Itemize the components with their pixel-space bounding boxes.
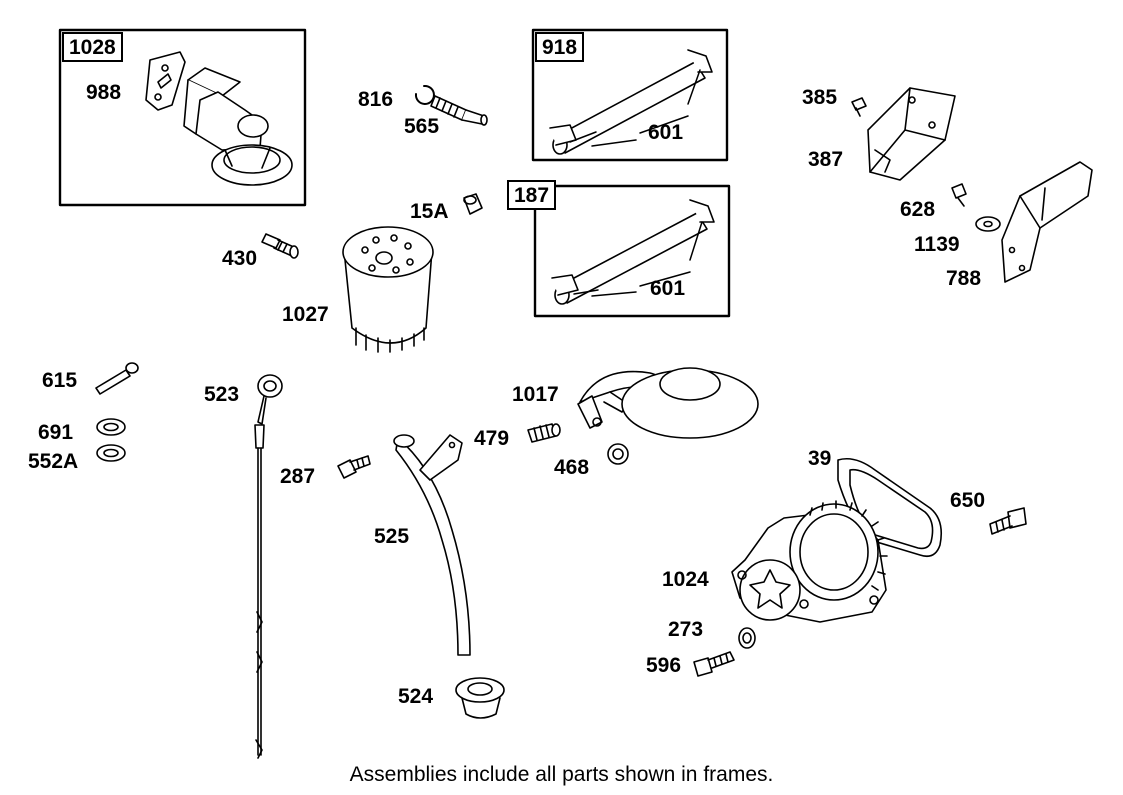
frame-label-1028: 1028 — [62, 32, 123, 62]
callout-468: 468 — [554, 456, 590, 479]
callout-273: 273 — [668, 618, 704, 641]
callout-525: 525 — [374, 525, 410, 548]
hose-601-bottom-shape — [551, 199, 715, 305]
callout-565: 565 — [404, 115, 440, 138]
callout-523: 523 — [204, 383, 240, 406]
bolt-430-shape — [261, 233, 299, 259]
screw-385-shape — [851, 97, 867, 117]
retaining-ring-816-shape — [414, 84, 435, 105]
frame-1028-border — [58, 28, 307, 207]
callout-430: 430 — [222, 247, 258, 270]
fitting-565-shape — [430, 95, 488, 126]
callout-1027: 1027 — [282, 303, 329, 326]
fitting-479-shape — [527, 423, 561, 443]
frame-918-border — [531, 28, 729, 162]
oring-273-shape — [738, 627, 756, 649]
washer-1139-shape — [975, 216, 1001, 232]
gasket-988-shape — [145, 51, 186, 111]
callout-287: 287 — [280, 465, 316, 488]
bolt-596-shape — [693, 651, 735, 677]
leader-lines — [569, 69, 703, 297]
hose-601-top-shape — [549, 49, 713, 155]
screw-628-shape — [951, 183, 967, 207]
callout-988: 988 — [86, 81, 122, 104]
callout-1139: 1139 — [914, 233, 960, 256]
dipstick-523-shape — [254, 374, 283, 759]
seal-552a-shape — [96, 444, 126, 462]
callout-15a: 15A — [410, 200, 449, 223]
seal-691-shape — [96, 418, 126, 436]
oring-468-shape — [607, 443, 629, 465]
oil-pickup-1017-shape — [577, 367, 759, 439]
plug-15a-shape — [463, 193, 483, 215]
bolt-650-shape — [989, 507, 1027, 535]
assembly-footnote: Assemblies include all parts shown in fr… — [349, 763, 774, 786]
callout-387: 387 — [808, 148, 844, 171]
callout-596: 596 — [646, 654, 682, 677]
callout-816: 816 — [358, 88, 394, 111]
callout-1024: 1024 — [662, 568, 709, 591]
plug-524-shape — [455, 677, 505, 719]
frame-label-918: 918 — [535, 32, 585, 62]
callout-650: 650 — [950, 489, 986, 512]
frame-187-border — [533, 184, 731, 318]
filter-adapter-1028-shape — [183, 67, 293, 186]
callout-479: 479 — [474, 427, 510, 450]
callout-628: 628 — [900, 198, 936, 221]
callout-601-bottom: 601 — [650, 277, 686, 300]
bolt-287-shape — [337, 455, 371, 479]
callout-385: 385 — [802, 86, 838, 109]
callout-691: 691 — [38, 421, 74, 444]
callout-524: 524 — [398, 685, 434, 708]
callout-1017: 1017 — [512, 383, 559, 406]
callout-601-top: 601 — [648, 121, 684, 144]
oil-pump-1024-shape — [731, 500, 888, 623]
callout-552a: 552A — [28, 450, 79, 473]
dipstick-tube-525-shape — [393, 434, 471, 656]
callout-39: 39 — [808, 447, 832, 470]
frame-label-187: 187 — [507, 180, 557, 210]
callout-788: 788 — [946, 267, 982, 290]
fuel-pump-387-shape — [867, 87, 956, 181]
oil-filter-1027-shape — [342, 226, 434, 353]
pin-615-shape — [95, 362, 139, 395]
bracket-788-shape — [1001, 161, 1093, 283]
callout-615: 615 — [42, 369, 78, 392]
